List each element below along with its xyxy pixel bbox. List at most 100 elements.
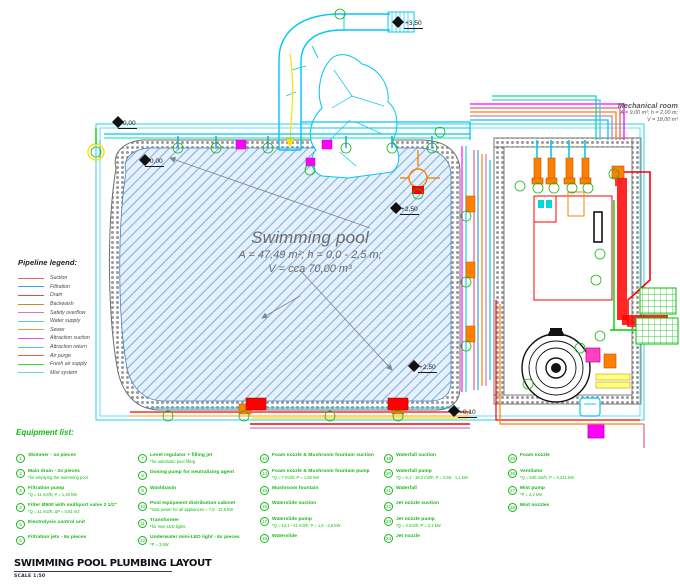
equipment-text: Waterfall <box>396 486 508 492</box>
equipment-label: Waterslide suction <box>272 501 317 507</box>
equipment-sublabel: *for automatic pool filling <box>150 459 196 465</box>
equipment-text: Ventilator*Q = 540 m3/h; P = 0,221 kW <box>520 469 630 481</box>
equipment-sublabel: *for emptying the swimming pool <box>28 474 88 480</box>
equipment-tag-11: 11 <box>138 518 147 528</box>
equipment-tag-18: 18 <box>260 534 269 544</box>
equipment-text: Pool equipment distribution cabinet*tota… <box>150 501 260 513</box>
legend-label: Fresh air supply <box>50 361 87 368</box>
legend-label: Attraction suction <box>50 335 90 342</box>
equipment-text: Mist pump*P = 2,2 kW <box>520 486 630 498</box>
equipment-label: Pool equipment distribution cabinet <box>150 501 236 507</box>
equipment-sublabel: *Q = 12,1 - 41 m3/h; P = 1,6 - 2,6 kW <box>272 522 341 528</box>
equipment-text: Washbasin <box>150 486 260 492</box>
jet-header <box>400 150 440 194</box>
equipment-text: Skimmer - x4 pieces <box>28 453 138 459</box>
title-block: SWIMMING POOL PLUMBING LAYOUT SCALE 1:50 <box>14 558 654 579</box>
equipment-text: Underwater mini-LED light - 6x pieces*P … <box>150 535 260 547</box>
equipment-tag-5: 5 <box>16 520 25 530</box>
equipment-tag-27: 27 <box>508 486 517 496</box>
equipment-text: Foam nozzle <box>520 453 630 459</box>
legend-row-sewer: Sewer <box>18 326 130 335</box>
leader-arrows <box>169 156 393 371</box>
pool-name: Swimming pool <box>251 228 369 247</box>
equipment-tag-21: 21 <box>384 486 393 496</box>
equipment-tag-28: 28 <box>508 503 517 513</box>
legend-swatch-icon <box>18 329 44 331</box>
legend-row-water-supply: Water supply <box>18 317 130 326</box>
equipment-sublabel: *Q = 3 m3/h; P = 2,2 kW <box>396 522 441 528</box>
equipment-tag-20: 20 <box>384 469 393 478</box>
mechroom-equipment <box>521 140 679 439</box>
equipment-label: Filtration jets - 6x pieces <box>28 535 87 541</box>
mechanical-room-label: Mechanical room A = 9,00 m²; h = 2,00 m;… <box>606 101 678 124</box>
legend-row-fresh-air-supply: Fresh air supply <box>18 360 130 369</box>
valve-manifolds <box>531 157 592 185</box>
equipment-label: Underwater mini-LED light - 6x pieces <box>150 535 240 541</box>
equipment-text: Dosing pump for neutralizing agent <box>150 470 260 476</box>
legend-swatch-icon <box>18 346 44 348</box>
equipment-tag-8: 8 <box>138 470 147 480</box>
legend-swatch-icon <box>18 372 44 374</box>
equipment-tag-2: 2 <box>16 469 25 478</box>
equipment-text: Filtration jets - 6x pieces <box>28 535 138 541</box>
legend-label: Attraction return <box>50 344 87 351</box>
legend-row-safety-overflow: Safety overflow <box>18 308 130 317</box>
equipment-label: Foam nozzle <box>520 453 550 458</box>
equipment-label: Foam nozzle & Mushroom fountain pump <box>272 468 370 474</box>
title-rule <box>14 570 172 572</box>
equipment-label: Level regulator + filling jet <box>150 453 213 458</box>
legend-swatch-icon <box>18 355 44 357</box>
mechanical-room-volume: V = 18,00 m³ <box>646 117 678 123</box>
equipment-label: Waterslide <box>272 533 298 539</box>
equipment-text: Filtration pump*Q = 11 m3/h; P = 1,40 kW <box>28 486 138 498</box>
pool-label: Swimming pool A = 47,49 m²; h = 0,0 - 2,… <box>200 228 420 276</box>
equipment-text: Filter Ø500 with multiport valve 2 1/2"*… <box>28 503 138 515</box>
legend-swatch-icon <box>18 320 44 322</box>
equipment-tag-25: 25 <box>508 453 517 463</box>
filter-vessel <box>521 328 591 403</box>
equipment-text: Waterfall suction <box>396 453 508 459</box>
equipment-tag-12: 12 <box>138 535 147 545</box>
equipment-tag-24: 24 <box>384 534 393 544</box>
pipeline-legend-title: Pipeline legend: <box>18 258 78 267</box>
lower-distribution <box>250 300 645 448</box>
legend-row-air-purge: Air purge <box>18 351 130 360</box>
equipment-tag-22: 22 <box>384 501 393 511</box>
equipment-tag-7: 7 <box>138 453 147 463</box>
legend-row-suction: Suction <box>18 274 130 283</box>
equipment-label: Filtration pump <box>28 485 65 491</box>
equipment-tag-19: 19 <box>384 453 393 463</box>
drawing-scale: SCALE 1:50 <box>14 574 46 579</box>
legend-label: Safety overflow <box>50 309 86 316</box>
equipment-tag-23: 23 <box>384 517 393 527</box>
equipment-tag-10: 10 <box>138 501 147 511</box>
elev-0-00-left: +0,00 <box>118 120 137 129</box>
equipment-tag-4: 4 <box>16 503 25 513</box>
equipment-text: Waterslide suction <box>272 501 384 507</box>
equipment-label: Electrolysis control unit <box>28 519 85 525</box>
equipment-list-title: Equipment list: <box>16 428 74 437</box>
equipment-label: Waterfall pump <box>396 468 432 474</box>
equipment-text: Waterslide <box>272 534 384 540</box>
main-pipe-trunk <box>473 150 491 390</box>
equipment-label: Ventilator <box>520 468 543 474</box>
equipment-label: Waterfall <box>396 485 417 491</box>
rock-waterfall-feature <box>309 54 400 179</box>
legend-row-drain: Drain <box>18 291 130 300</box>
equipment-label: Main drain - 2x pieces <box>28 468 80 474</box>
legend-swatch-icon <box>18 303 44 305</box>
